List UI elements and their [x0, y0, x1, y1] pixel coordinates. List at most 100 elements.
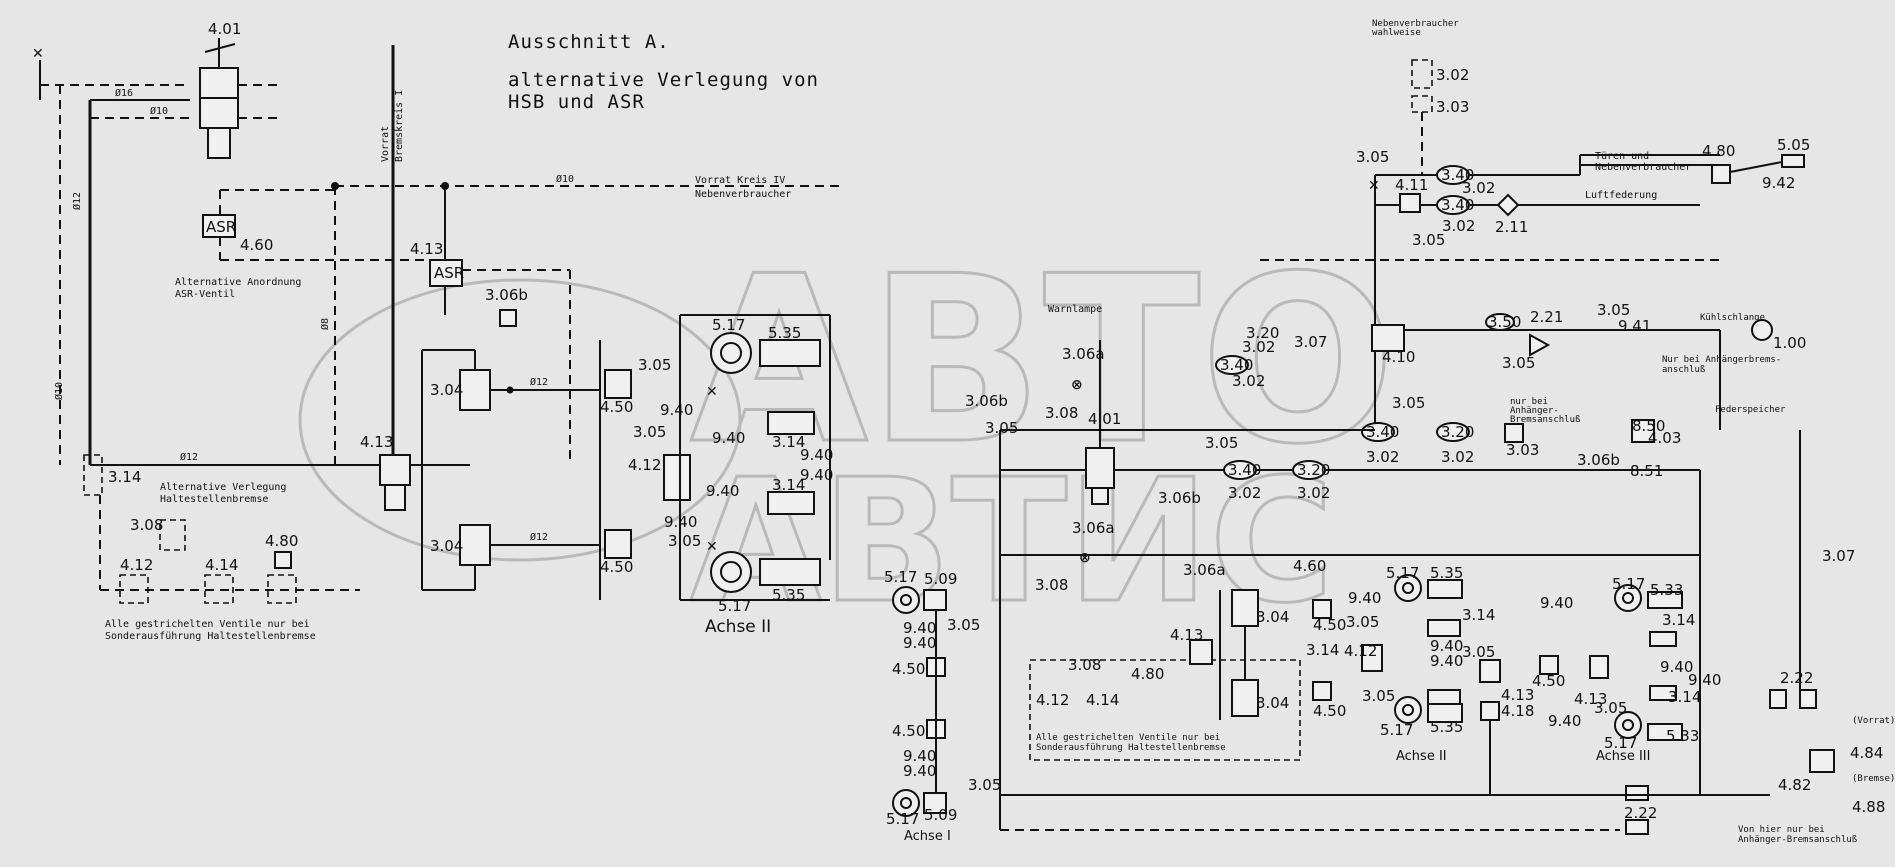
label-5-17: 5.17 — [886, 810, 919, 828]
label-4-14: 4.14 — [1086, 691, 1119, 709]
brake-chamber-5-17-axle1-lower — [892, 789, 920, 817]
spring-brake-5-35-upper — [759, 339, 821, 367]
label-9-40: 9.40 — [660, 401, 693, 419]
spring-brake-5-35-lower — [759, 558, 821, 586]
valve-4-11 — [1399, 193, 1421, 213]
brake-chamber-5-17-upper — [710, 332, 752, 374]
label-3-05: 3.05 — [1594, 699, 1627, 717]
label-4-80: 4.80 — [265, 532, 298, 550]
label-bremskreis: Bremskreis I — [394, 90, 405, 162]
relay-valve-3-04-upper — [459, 369, 491, 411]
valve-4-50-lower — [604, 529, 632, 559]
note-alt-asr-1: Alternative Anordnung — [175, 277, 301, 288]
tank-label: 3.40 — [1441, 166, 1474, 184]
axle-label-inset: Achse II — [705, 617, 771, 637]
brake-chamber-5-17-axle3-upper — [1614, 584, 1642, 612]
label-4-11: 4.11 — [1395, 176, 1428, 194]
valve-3-14-dashed — [83, 454, 103, 496]
label-9-40: 9.40 — [800, 446, 833, 464]
label-3-05: 3.05 — [1597, 301, 1630, 319]
label-5-33: 5.33 — [1650, 581, 1683, 599]
axle-label-2: Achse II — [1396, 749, 1447, 764]
label-anhaenger: Anhänger- — [1510, 406, 1559, 416]
label-9-40: 9.40 — [903, 634, 936, 652]
inset-ausschnitt-a: Ausschnitt A. alternative Verlegung von … — [32, 20, 840, 642]
inset-subtitle-2: HSB und ASR — [508, 91, 645, 113]
valve-3-03-dashed — [1411, 95, 1433, 113]
junction — [506, 386, 514, 394]
label-3-05: 3.05 — [1356, 148, 1389, 166]
relay-3-14-axle2-upper — [1427, 619, 1461, 637]
label-4-50: 4.50 — [600, 398, 633, 416]
relay-3-04-upper — [1231, 589, 1259, 627]
label-9-40: 9.40 — [903, 619, 936, 637]
note-alt-hsb-1: Alternative Verlegung — [160, 482, 286, 493]
tank-3-40-mid — [1215, 355, 1249, 375]
valve-3-02-dashed — [1411, 59, 1433, 89]
label-3-02: 3.02 — [1436, 66, 1469, 84]
label-9-40: 9.40 — [903, 747, 936, 765]
tank-3-20-low — [1292, 460, 1326, 480]
label-4-03: 4.03 — [1648, 429, 1681, 447]
label-5-17: 5.17 — [1604, 734, 1637, 752]
label-9-40: 9.40 — [1430, 637, 1463, 655]
pipe-size-label: Ø10 — [53, 382, 65, 400]
valve-4-13-center-left — [1479, 659, 1501, 683]
label-5-33: 5.33 — [1666, 727, 1699, 745]
inset-title: Ausschnitt A. — [508, 31, 670, 53]
tank-3-40-low — [1223, 460, 1257, 480]
label-9-42: 9.42 — [1762, 174, 1795, 192]
label-3-08: 3.08 — [1068, 656, 1101, 674]
brake-chamber-inner — [1402, 704, 1414, 716]
relay-3-14-axle3-upper — [1649, 631, 1677, 647]
label-3-06b: 3.06b — [1577, 451, 1620, 469]
label-3-05: 3.05 — [1362, 687, 1395, 705]
label-2-21: 2.21 — [1530, 308, 1563, 326]
close-icon: ✕ — [1368, 178, 1380, 194]
brake-5-09-upper — [923, 589, 947, 611]
valve-4-82 — [1809, 749, 1835, 773]
spring-brake-5-33-axle3-upper — [1647, 591, 1683, 609]
label-3-14: 3.14 — [772, 476, 805, 494]
label-3-06a: 3.06a — [1062, 345, 1105, 363]
valve-4-13 — [379, 454, 411, 486]
valve-2-22-right — [1799, 689, 1817, 709]
valve-4-01 — [1085, 447, 1115, 489]
brake-chamber-inner — [720, 342, 742, 364]
label-5-17: 5.17 — [718, 597, 751, 615]
hsb-dashed-block — [1029, 659, 1301, 761]
label-3-08: 3.08 — [1045, 404, 1078, 422]
label-bremsanschluss: Bremsanschluß — [1510, 415, 1581, 425]
label-9-40: 9.40 — [1430, 652, 1463, 670]
label-4-50: 4.50 — [600, 558, 633, 576]
label-3-08: 3.08 — [130, 516, 163, 534]
label-3-04: 3.04 — [1256, 694, 1289, 712]
valve-3-03 — [1504, 423, 1524, 443]
valve-3-08-dashed — [159, 519, 186, 551]
relay-3-14-lower — [767, 491, 815, 515]
label-5-35: 5.35 — [768, 324, 801, 342]
label-4-01: 4.01 — [208, 20, 241, 38]
label-3-03: 3.03 — [1436, 98, 1469, 116]
label-anhaenger-bremsanschluss: Anhänger-Bremsanschluß — [1738, 835, 1858, 845]
label-4-60: 4.60 — [1293, 557, 1326, 575]
label-4-84: 4.84 — [1850, 744, 1883, 762]
pipe — [1729, 161, 1783, 173]
label-nur-anhaenger: Nur bei Anhängerbrems- — [1662, 355, 1781, 365]
label-3-07: 3.07 — [1822, 547, 1855, 565]
valve-4-80 — [1711, 164, 1731, 184]
label-3-02: 3.02 — [1442, 217, 1475, 235]
label-3-05: 3.05 — [638, 356, 671, 374]
pipe-size-label: Ø8 — [319, 318, 331, 330]
label-5-35: 5.35 — [772, 586, 805, 604]
brake-chamber-5-17-lower — [710, 551, 752, 593]
valve-2-11 — [1496, 193, 1520, 217]
watermark-swoosh — [298, 278, 742, 562]
label-2-22: 2.22 — [1624, 804, 1657, 822]
label-4-80: 4.80 — [1131, 665, 1164, 683]
valve-4-50-axle2-upper — [1312, 599, 1332, 619]
pipe-size-label: Ø12 — [71, 192, 83, 210]
close-icon: ✕ — [706, 384, 718, 400]
label-3-06b: 3.06b — [485, 286, 528, 304]
